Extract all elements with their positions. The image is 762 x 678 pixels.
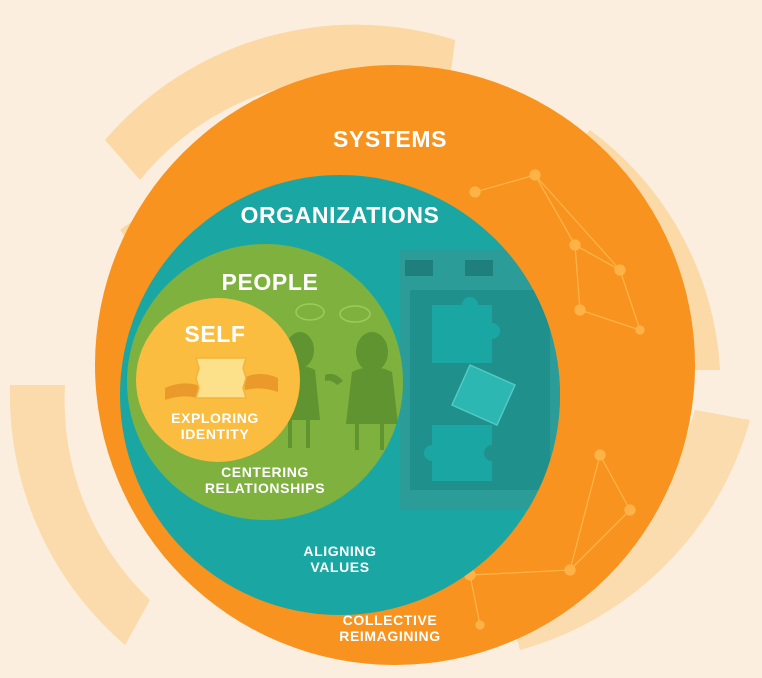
- people-subtitle-line-2: RELATIONSHIPS: [204, 480, 326, 496]
- puzzle-board-icon: [400, 250, 560, 510]
- self-subtitle-line-2: IDENTITY: [180, 426, 250, 442]
- arc-top: [105, 24, 455, 180]
- people-conversation-icon: [280, 303, 398, 450]
- organizations-subtitle-line-1: ALIGNING: [303, 543, 377, 559]
- hands-holding-paper-icon: [165, 357, 278, 400]
- self-title: SELF: [184, 321, 246, 347]
- systems-title: SYSTEMS: [332, 126, 448, 152]
- people-subtitle: CENTERING RELATIONSHIPS: [180, 464, 350, 496]
- organizations-subtitle-line-2: VALUES: [310, 559, 370, 575]
- self-subtitle-line-1: EXPLORING: [171, 410, 259, 426]
- people-title: PEOPLE: [221, 269, 319, 295]
- people-subtitle-line-1: CENTERING: [221, 464, 309, 480]
- self-subtitle: EXPLORING IDENTITY: [150, 410, 280, 442]
- arc-left: [9, 385, 150, 645]
- systems-subtitle-line-2: REIMAGINING: [339, 628, 441, 644]
- organizations-title: ORGANIZATIONS: [240, 202, 440, 228]
- organizations-subtitle: ALIGNING VALUES: [280, 543, 400, 575]
- systems-subtitle: COLLECTIVE REIMAGINING: [315, 612, 465, 644]
- systems-subtitle-line-1: COLLECTIVE: [342, 612, 438, 628]
